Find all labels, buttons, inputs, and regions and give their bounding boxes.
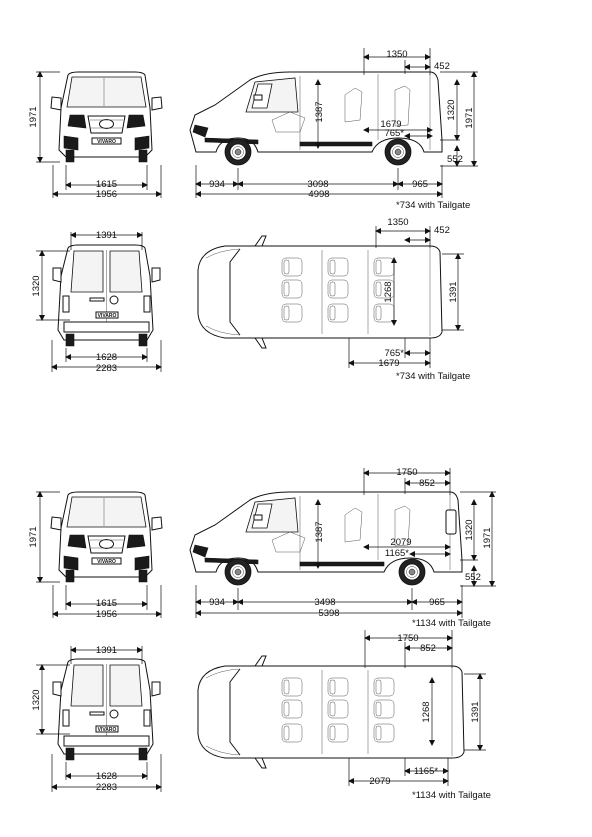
short-side-sill-marker: 765* bbox=[384, 128, 404, 139]
short-rear-track: 1628 bbox=[96, 352, 117, 363]
long-side-ground: 552 bbox=[465, 572, 481, 583]
long-side-height-total: 1971 bbox=[482, 527, 493, 548]
short-rear-door-width: 1391 bbox=[96, 230, 117, 241]
short-top-width-arches: 1391 bbox=[448, 281, 459, 302]
long-side-floor-length: 2079 bbox=[390, 537, 411, 548]
short-side-ground: 552 bbox=[447, 154, 463, 165]
short-top-note: *734 with Tailgate bbox=[396, 371, 470, 382]
short-side-rear-overhang: 965 bbox=[412, 179, 428, 190]
long-top-rear-overhang: 852 bbox=[420, 643, 436, 654]
long-front-track: 1615 bbox=[96, 598, 117, 609]
short-side-note: *734 with Tailgate bbox=[396, 200, 470, 211]
short-front-width: 1956 bbox=[96, 189, 117, 200]
short-front-height: 1971 bbox=[28, 106, 39, 127]
short-rear-door-height: 1320 bbox=[31, 275, 42, 296]
long-top-marker: 1165* bbox=[414, 766, 438, 777]
long-top-interior-width: 1268 bbox=[421, 701, 432, 722]
long-side-height-interior: 1320 bbox=[464, 519, 475, 540]
short-side-rear-cargo: 1350 bbox=[386, 49, 407, 60]
long-front-width: 1956 bbox=[96, 609, 117, 620]
long-side-length-total: 5398 bbox=[318, 608, 339, 619]
short-top-view: 1350 452 1268 1391 765* 1679 *734 with T… bbox=[197, 217, 470, 382]
short-side-wheelbase: 3098 bbox=[307, 179, 328, 190]
rear-badge: VIVARO bbox=[98, 313, 117, 319]
short-rear-view: VIVARO 1391 1320 1628 2283 bbox=[31, 230, 162, 374]
short-front-view: VIVARO 1971 1615 1956 bbox=[28, 71, 163, 200]
long-side-interior-height: 1387 bbox=[314, 521, 325, 542]
long-top-width-arches: 1391 bbox=[470, 701, 481, 722]
long-top-view: 1750 852 1268 1391 1165* 2079 *1134 with… bbox=[197, 630, 491, 801]
short-top-interior-width: 1268 bbox=[383, 281, 394, 302]
long-top-rear-cargo: 1750 bbox=[397, 633, 418, 644]
long-side-rear-cargo: 1750 bbox=[396, 467, 417, 478]
short-side-height-total: 1971 bbox=[464, 107, 475, 128]
short-side-rear-overhang-top: 452 bbox=[434, 61, 450, 72]
long-rear-width-mirrors: 2283 bbox=[96, 782, 117, 793]
long-rear-door-width: 1391 bbox=[96, 645, 117, 656]
short-top-marker: 765* bbox=[384, 348, 404, 359]
long-side-sill-marker: 1165* bbox=[385, 548, 409, 559]
long-side-wheelbase: 3498 bbox=[314, 597, 335, 608]
long-rear-view: VIVARO 1391 1320 1628 2283 bbox=[31, 645, 162, 793]
short-rear-width-mirrors: 2283 bbox=[96, 363, 117, 374]
short-side-view: 1387 1679 765* 1350 452 1320 1971 552 93… bbox=[189, 48, 478, 211]
long-top-floor-length: 2079 bbox=[369, 776, 390, 787]
short-side-height-interior: 1320 bbox=[446, 99, 457, 120]
long-side-view: 1387 2079 1165* 1750 852 1320 1971 552 9… bbox=[189, 467, 496, 629]
long-rear-door-height: 1320 bbox=[31, 689, 42, 710]
long-front-height: 1971 bbox=[28, 526, 39, 547]
short-side-interior-height: 1387 bbox=[314, 101, 325, 122]
short-side-length-total: 4998 bbox=[308, 189, 329, 200]
long-side-front-overhang: 934 bbox=[209, 597, 225, 608]
short-front-track: 1615 bbox=[96, 179, 117, 190]
short-top-rear-cargo: 1350 bbox=[387, 217, 408, 228]
front-badge: VIVARO bbox=[97, 559, 116, 565]
rear-badge: VIVARO bbox=[98, 727, 117, 733]
long-side-note: *1134 with Tailgate bbox=[412, 618, 491, 629]
long-front-view: VIVARO 1971 1615 1956 bbox=[28, 491, 163, 620]
short-side-floor-length: 1679 bbox=[380, 119, 401, 130]
long-side-rear-overhang: 965 bbox=[429, 597, 445, 608]
long-top-note: *1134 with Tailgate bbox=[412, 790, 491, 801]
long-side-rear-overhang-top: 852 bbox=[419, 478, 435, 489]
front-badge: VIVARO bbox=[97, 139, 116, 145]
long-rear-track: 1628 bbox=[96, 771, 117, 782]
short-side-front-overhang: 934 bbox=[209, 179, 225, 190]
short-top-floor-length: 1679 bbox=[378, 358, 399, 369]
short-top-rear-overhang: 452 bbox=[434, 225, 450, 236]
